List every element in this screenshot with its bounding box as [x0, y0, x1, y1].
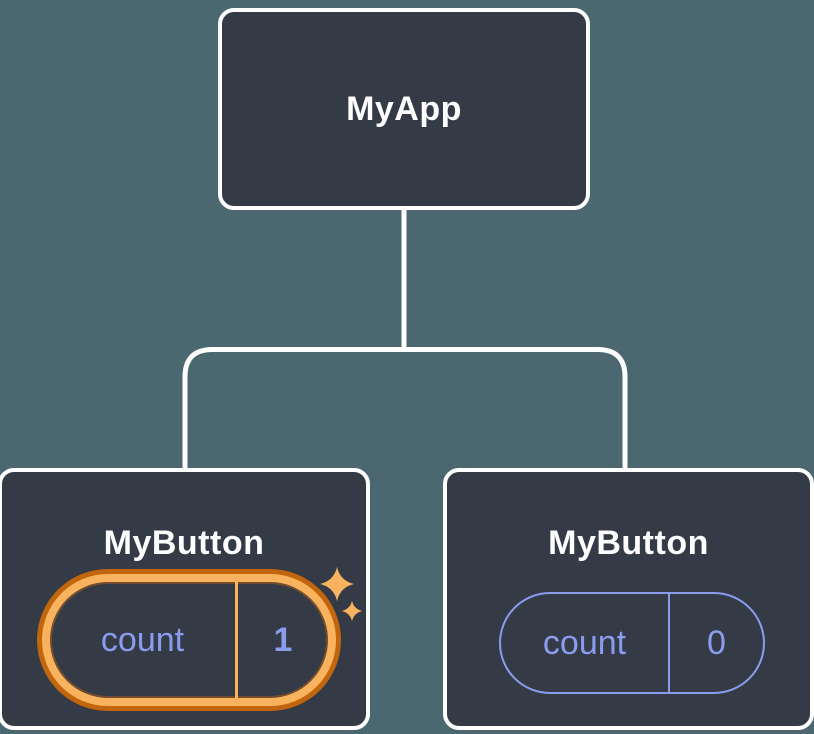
- state-pill-highlighted: count 1: [42, 574, 336, 706]
- node-myapp: MyApp: [218, 8, 590, 210]
- node-mybutton-highlighted: MyButton count 1: [0, 468, 370, 730]
- node-mybutton-normal: MyButton count 0: [443, 468, 814, 730]
- node-mybutton-label: MyButton: [103, 524, 265, 562]
- state-pill: count 0: [499, 592, 765, 694]
- node-myapp-label: MyApp: [346, 89, 462, 128]
- state-key-label: count: [100, 620, 185, 659]
- node-mybutton-label: MyButton: [548, 524, 709, 562]
- state-key-label: count: [542, 623, 627, 662]
- state-value: 0: [668, 594, 763, 692]
- state-value: 1: [235, 582, 328, 698]
- connector-branch-bracket: [182, 347, 628, 470]
